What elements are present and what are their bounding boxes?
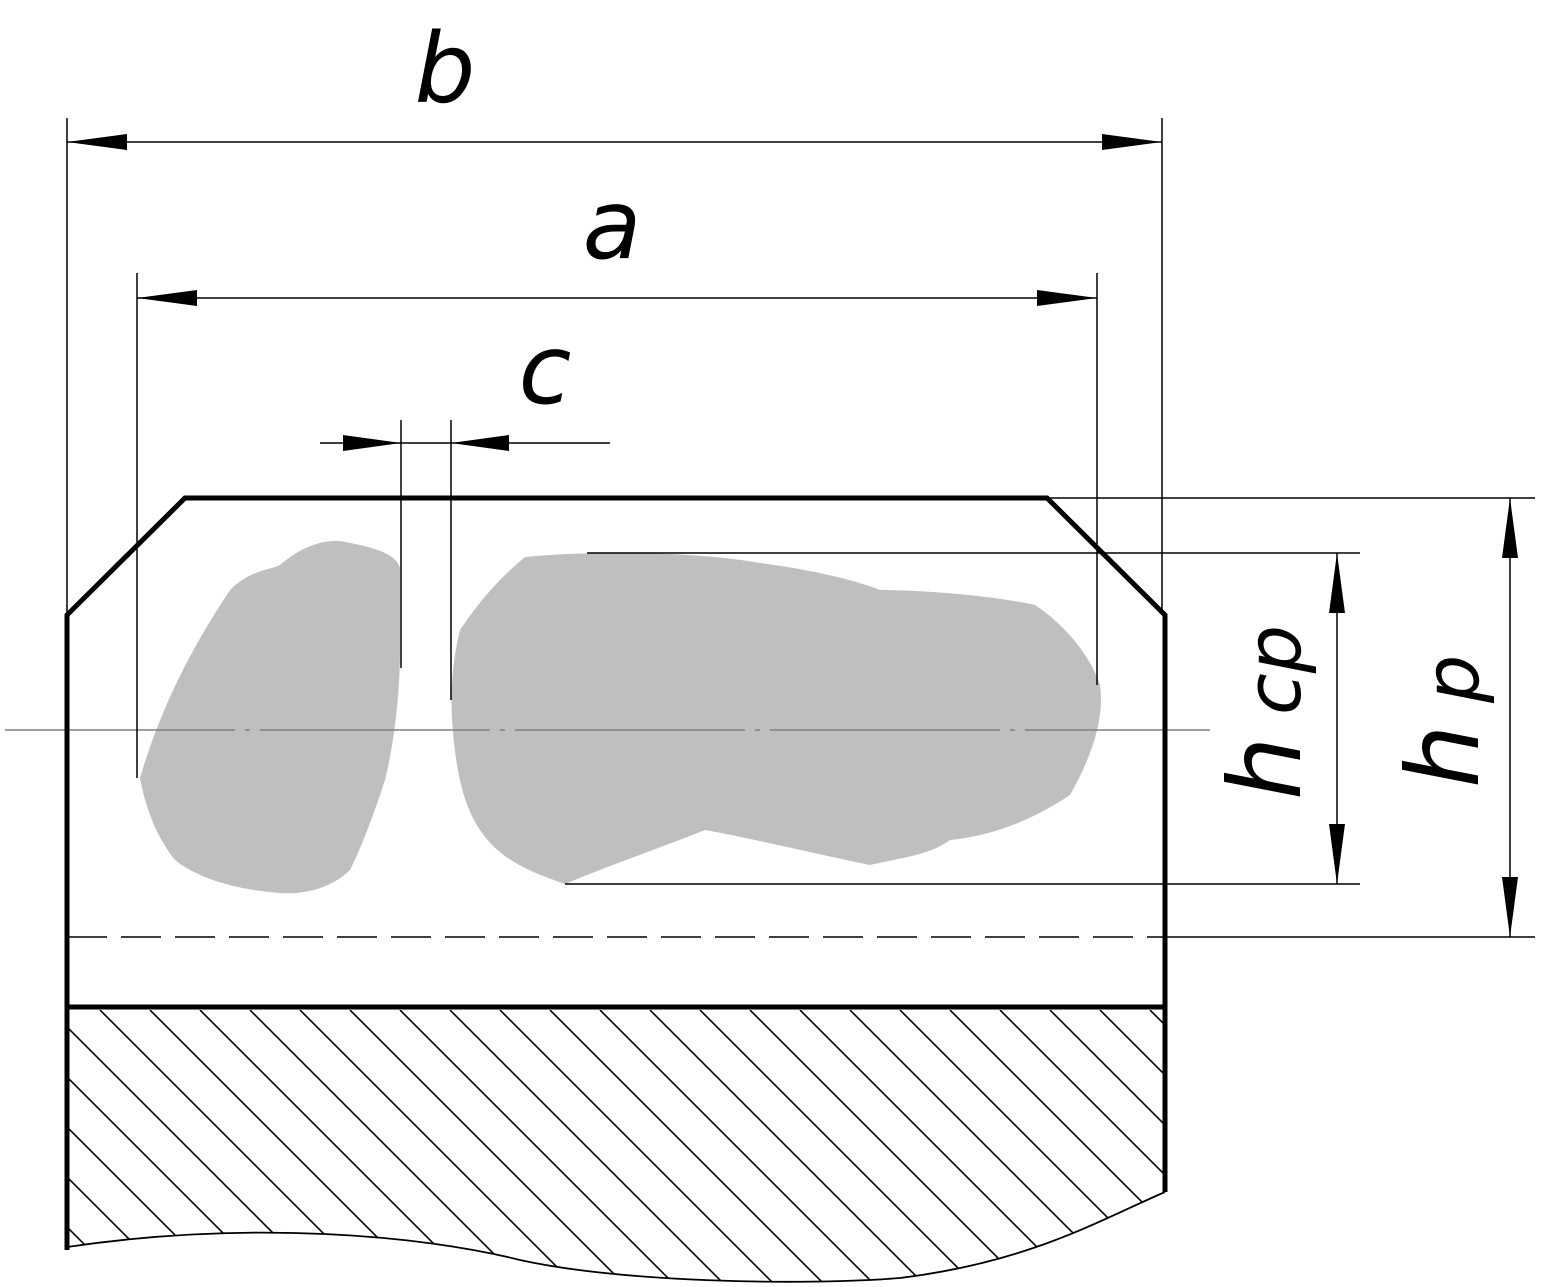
dimension-b [66, 118, 1163, 780]
hatch-line [1300, 1010, 1541, 1287]
label-h-p: h р [1385, 655, 1502, 788]
hatch-line [599, 1010, 891, 1282]
dimension-h-cp [565, 552, 1360, 885]
dimension-a [136, 273, 1098, 778]
hatch-line [1049, 1010, 1165, 1282]
hatch-line [99, 1010, 391, 1282]
hatch-line [699, 1010, 991, 1282]
dimension-c [320, 420, 610, 700]
label-h-cp-sub: ср [1229, 625, 1318, 715]
hatch-line [349, 1010, 641, 1282]
hatch-line [399, 1010, 691, 1282]
hatch-line [1250, 1010, 1540, 1287]
hatch-line [999, 1010, 1165, 1282]
hatch-line [949, 1010, 1165, 1282]
hatch-line [1149, 1010, 1165, 1282]
hatch-line [449, 1010, 741, 1282]
hatch-line [0, 1010, 40, 1287]
hatch-line [149, 1010, 441, 1282]
hatch-line [1350, 1010, 1541, 1287]
label-h-p-sub: р [1407, 655, 1496, 704]
right-weld-bead [451, 552, 1101, 884]
label-c: c [519, 314, 572, 426]
label-h-cp: h ср [1207, 625, 1324, 800]
hatch-line [799, 1010, 1091, 1282]
label-b: b [415, 13, 476, 125]
base-metal-hatch [0, 1010, 1541, 1287]
hatch-line [749, 1010, 1041, 1282]
hatch-line [849, 1010, 1141, 1282]
hatch-line [67, 1010, 141, 1282]
hatch-line [249, 1010, 541, 1282]
hatch-line [549, 1010, 841, 1282]
left-weld-bead [140, 540, 400, 894]
base-metal-wavy-edge [66, 1191, 1166, 1283]
hatch-line [649, 1010, 941, 1282]
hatch-line [67, 1010, 341, 1282]
hatch-line [499, 1010, 791, 1282]
dimension-h-p [1047, 497, 1535, 937]
hatch-line [1099, 1010, 1165, 1282]
hatch-line [1200, 1010, 1490, 1287]
label-h-p-main: h [1385, 725, 1502, 788]
hatch-line [299, 1010, 591, 1282]
hatch-line [899, 1010, 1165, 1282]
label-a: a [583, 169, 642, 281]
hatch-line [67, 1010, 291, 1282]
label-h-cp-main: h [1207, 737, 1324, 800]
hatch-line [67, 1010, 191, 1282]
hatch-line [1400, 1010, 1541, 1287]
hatch-line [67, 1010, 241, 1282]
